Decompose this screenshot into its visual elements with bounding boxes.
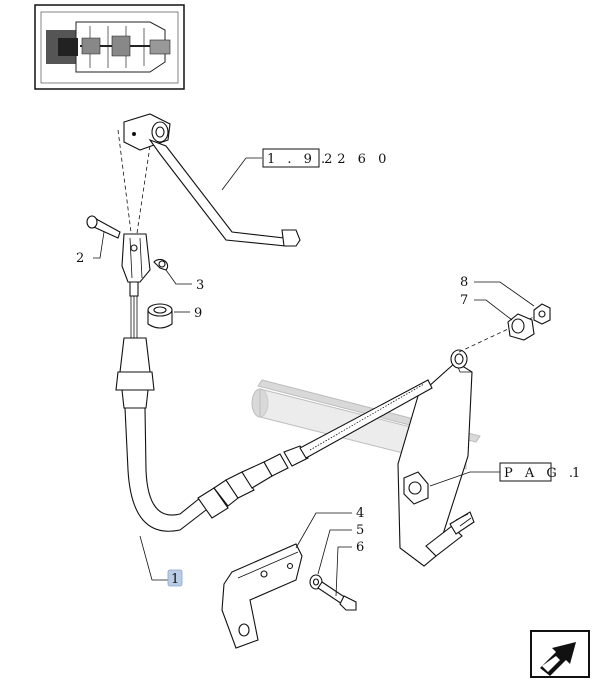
reference-a-suffix-text: . 2 6 0 [321, 152, 390, 167]
callout-1-highlight[interactable]: 1 [167, 569, 183, 587]
callout-9: 9 [194, 306, 202, 321]
callout-6: 6 [356, 540, 364, 555]
leader-lines [93, 157, 535, 597]
transmission-thumbnail-icon[interactable] [34, 4, 185, 90]
callout-3: 3 [196, 278, 204, 293]
bolt[interactable] [317, 581, 357, 611]
alignment-line [135, 145, 151, 241]
support-bracket[interactable] [397, 349, 475, 567]
lower-bracket[interactable] [221, 543, 303, 649]
callout-4: 4 [356, 506, 364, 521]
alignment-line [117, 129, 133, 241]
reference-label-b[interactable]: P A G . 1 [499, 462, 584, 482]
pedal-lever[interactable] [123, 113, 301, 247]
reference-a-boxed-text: 1 . 9 2 [267, 152, 336, 167]
callout-1: 1 [171, 572, 179, 587]
callout-2: 2 [76, 251, 84, 266]
clevis[interactable] [121, 233, 151, 283]
callout-7: 7 [460, 293, 468, 308]
washer[interactable] [309, 574, 323, 590]
clevis-pin[interactable] [86, 215, 121, 239]
clutch-cable[interactable] [115, 281, 433, 532]
retaining-clip[interactable] [153, 258, 169, 271]
callout-5: 5 [356, 523, 364, 538]
reference-b-suffix-text: 1 [572, 466, 584, 481]
cap-nut[interactable] [533, 303, 551, 325]
cable-nut[interactable] [507, 313, 535, 341]
next-page-arrow-icon[interactable] [530, 630, 590, 678]
reference-b-boxed-text: P A G . [504, 466, 577, 481]
callout-8: 8 [460, 275, 468, 290]
bushing[interactable] [147, 303, 173, 329]
reference-label-a[interactable]: 1 . 9 2 . 2 6 0 [262, 148, 390, 168]
